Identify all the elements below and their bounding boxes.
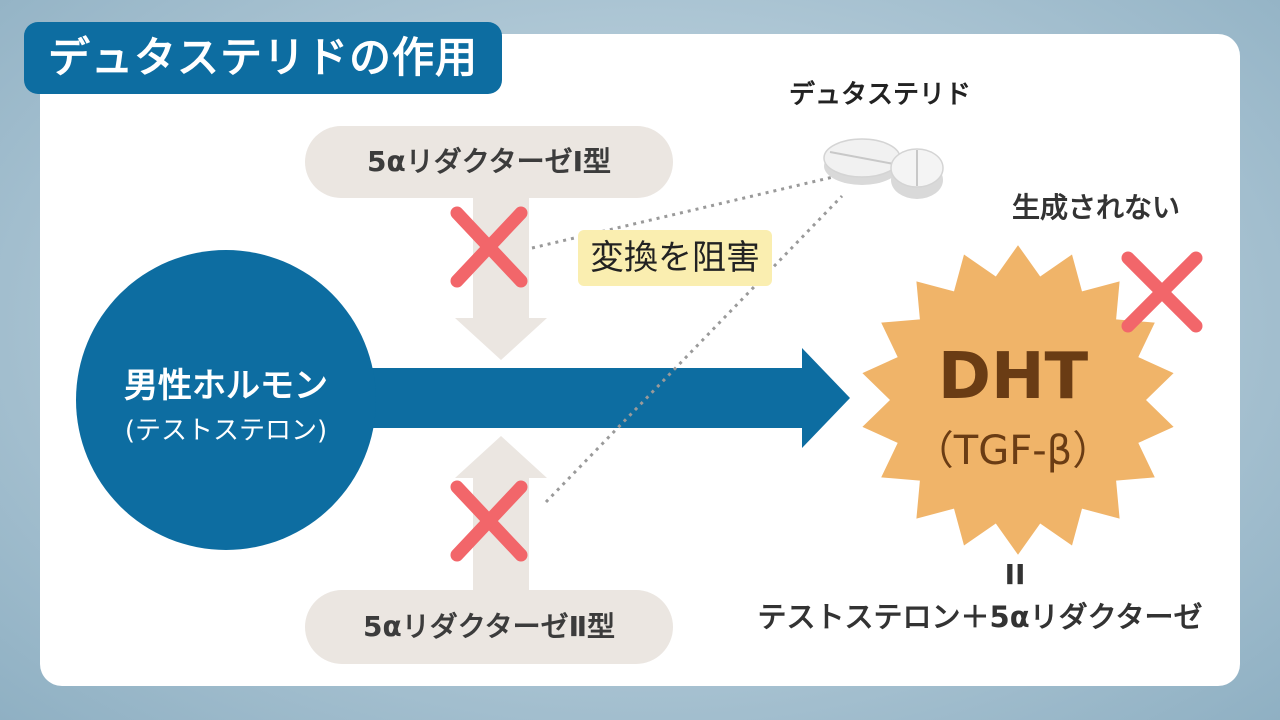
dht-alias-label: （TGF-β） bbox=[913, 428, 1113, 474]
drug-name-label: デュタステリド bbox=[788, 80, 971, 110]
page-title: デュタステリドの作用 bbox=[24, 22, 503, 94]
tablet-icon bbox=[823, 138, 944, 199]
dht-label: DHT bbox=[937, 340, 1089, 414]
dht-formula: テストステロン＋5αリダクターゼ bbox=[757, 600, 1203, 634]
cross-icon-top bbox=[450, 206, 528, 288]
dht-starburst bbox=[862, 245, 1174, 555]
enzyme-type1-label: 5αリダクターゼI型 bbox=[305, 126, 673, 198]
conversion-arrow bbox=[370, 348, 850, 448]
cross-icon-bottom bbox=[450, 480, 528, 562]
inhibit-line-bottom bbox=[544, 194, 844, 504]
inhibit-conversion-label: 変換を阻害 bbox=[578, 230, 772, 286]
equals-sign: II bbox=[1004, 558, 1026, 591]
inhibit-line-top bbox=[531, 172, 847, 250]
enzyme-type2-label: 5αリダクターゼⅡ型 bbox=[305, 590, 673, 664]
hormone-detail: (テストステロン) bbox=[124, 416, 328, 446]
cross-icon-dht bbox=[1121, 251, 1203, 333]
hormone-name: 男性ホルモン bbox=[124, 366, 328, 406]
not-produced-label: 生成されない bbox=[1011, 191, 1180, 224]
male-hormone-circle: 男性ホルモン (テストステロン) bbox=[76, 250, 376, 550]
